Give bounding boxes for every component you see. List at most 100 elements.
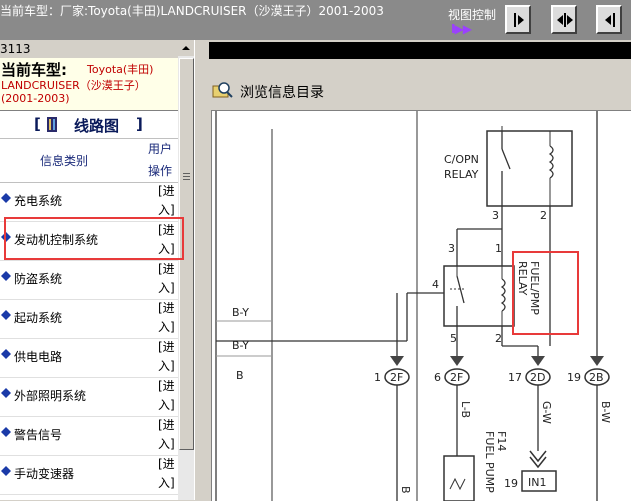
title-bar: 当前车型：厂家:Toyota(丰田)LANDCRUISER（沙漠王子）2001-… [0,0,631,40]
diamond-icon [1,271,11,281]
col-user-line2: 操作 [148,164,173,178]
wire-lb: L-B [459,401,472,418]
scroll-up-button[interactable] [178,40,194,56]
enter-link-line1: [进 [158,223,175,237]
wire-b: B [236,369,244,382]
book-icon [47,117,57,132]
enter-link-line1: [进 [158,379,175,393]
diamond-icon [1,466,11,476]
sidebar-item[interactable]: 手动变速器 [进入] [0,455,178,495]
wiring-diagram: C/OPN RELAY 3 2 3 1 4 5 [211,110,631,501]
enter-link-line2: 入] [158,437,175,451]
wire-bw: B-W [599,401,612,423]
enter-link[interactable]: [进入] [158,338,178,376]
diamond-icon [1,232,11,242]
conn2-label: 2F [450,371,463,384]
enter-link-line2: 入] [158,359,175,373]
col-user-action: 用户 操作 [148,138,178,182]
relay2-name-line2: RELAY [516,261,529,296]
sidebar-item-label: 发动机控制系统 [14,233,99,247]
pin-3a: 3 [492,209,499,222]
view-control-label: 视图控制 [448,8,497,22]
conn4-number: 19 [567,371,581,384]
pane-splitter[interactable] [194,40,205,500]
car-label: 当前车型: [1,61,67,79]
scroll-thumb[interactable] [179,58,194,450]
diamond-icon [1,349,11,359]
sidebar-item[interactable]: 防盗系统 [进入] [0,260,178,300]
in1-number: 19 [504,477,518,490]
in1-label: IN1 [528,476,546,489]
conn1-label: 2F [390,371,403,384]
f14-label: F14 [495,431,508,451]
wire-by-2: B-Y [232,339,249,352]
relay1-name-line1: C/OPN [444,153,479,166]
col-category: 信息类别 [40,154,89,168]
conn4-label: 2B [589,371,604,384]
enter-link[interactable]: [进入] [158,377,178,415]
sidebar-item-label: 警告信号 [14,428,63,442]
sidebar-item[interactable]: 警告信号 [进入] [0,416,178,456]
car-info-box: 当前车型: Toyota(丰田) LANDCRUISER（沙漠王子） (2001… [0,58,178,111]
split-view-button[interactable] [551,5,577,34]
enter-link-line1: [进 [158,340,175,354]
sidebar-item-label: 外部照明系统 [14,389,87,403]
pin-5: 5 [450,332,457,345]
enter-link-line1: [进 [158,457,175,471]
sidebar-item[interactable]: 外部照明系统 [进入] [0,377,178,417]
enter-link[interactable]: [进入] [158,221,178,259]
wire-by-1: B-Y [232,306,249,319]
browse-label: 浏览信息目录 [240,85,324,101]
diamond-icon [1,193,11,203]
sidebar-item-label: 手动变速器 [14,467,75,481]
enter-link[interactable]: [进入] [158,416,178,454]
enter-link-line1: [进 [158,262,175,276]
sidebar-item[interactable]: 充电系统 [进入] [0,182,178,222]
enter-link-line1: [进 [158,301,175,315]
col-user-line1: 用户 [148,142,173,156]
sidebar-item[interactable]: 起动系统 [进入] [0,299,178,339]
diamond-icon [1,310,11,320]
split-arrows-icon [557,13,573,27]
highlight-sidebar-item [4,217,184,260]
car-years: (2001-2003) [1,92,70,105]
arrow-up-icon [182,46,190,50]
relay2-name-line1: FUEL/PMP [528,261,541,315]
enter-link-line2: 入] [158,242,175,256]
sidebar-item-label: 充电系统 [14,194,63,208]
enter-link[interactable]: [进入] [158,260,178,298]
content-pane: 浏览信息目录 C/OPN RELAY 3 2 [204,40,631,501]
sidebar-item[interactable]: 供电电路 [进入] [0,338,178,378]
enter-link-line1: [进 [158,418,175,432]
sidebar-item[interactable]: 发动机控制系统 [进入] [0,221,178,261]
car-make: Toyota(丰田) [87,63,154,76]
enter-link[interactable]: [进入] [158,299,178,337]
section-bracket-open: [ [34,115,41,133]
column-headers: 信息类别 用户 操作 [0,138,178,183]
wire-gw: G-W [540,401,553,424]
pin-2b: 2 [495,332,502,345]
section-title: 线路图 [74,117,120,135]
arrow-right-bar-icon [514,13,524,27]
enter-link-line2: 入] [158,398,175,412]
enter-link-line2: 入] [158,476,175,490]
pin-1b: 1 [495,242,502,255]
enter-link-line2: 入] [158,203,175,217]
pin-3b: 3 [448,242,455,255]
expand-left-button[interactable] [596,5,622,34]
expand-right-button[interactable] [505,5,531,34]
grip-icon [183,173,190,180]
sidebar-item-label: 供电电路 [14,350,63,364]
enter-link-line1: [进 [158,184,175,198]
left-scrollbar[interactable] [178,40,194,500]
sidebar-item-label: 防盗系统 [14,272,63,286]
enter-link[interactable]: [进入] [158,182,178,220]
pin-2a: 2 [540,209,547,222]
wire-bottom: B [399,486,412,494]
enter-link-line2: 入] [158,281,175,295]
enter-link[interactable]: [进入] [158,455,178,493]
fuel-pump-label: FUEL PUMP [483,431,496,493]
sidebar-item-label: 起动系统 [14,311,63,325]
conn3-number: 17 [508,371,522,384]
diamond-icon [1,427,11,437]
